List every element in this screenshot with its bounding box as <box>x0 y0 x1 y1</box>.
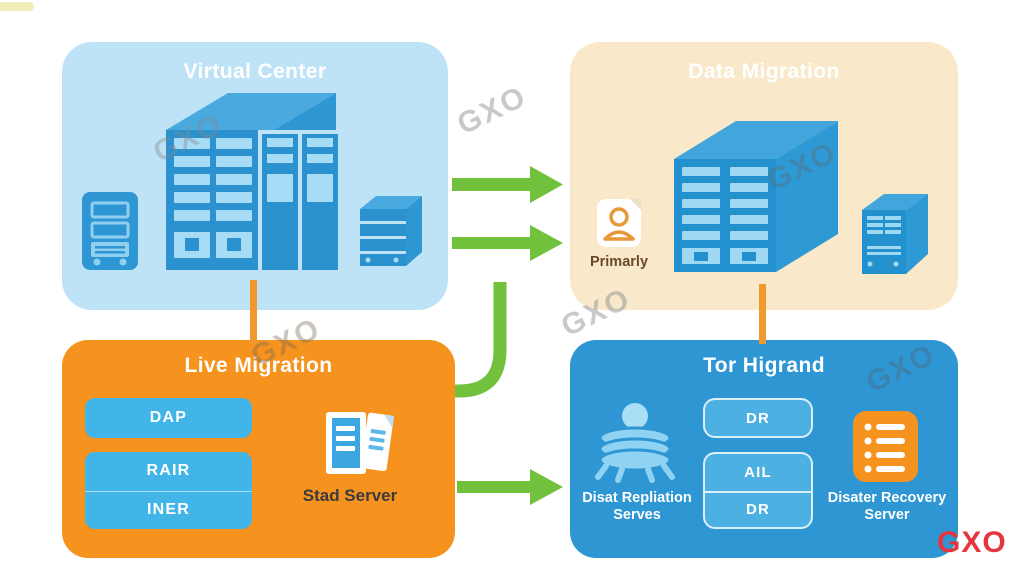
live-migration-box: Live Migration DAP RAIR INER Stad Server <box>62 340 455 558</box>
dap-button[interactable]: DAP <box>85 398 252 438</box>
rair-button[interactable]: RAIR <box>146 462 191 480</box>
gxo-watermark-2: GXO <box>452 79 533 142</box>
tor-higrand-box: Tor Higrand Disat Repliation Serves DR A… <box>570 340 958 558</box>
primary-user-icon <box>597 199 641 247</box>
iner-button[interactable]: INER <box>85 490 252 530</box>
tower-server-icon <box>82 192 138 270</box>
virtual-center-title: Virtual Center <box>183 60 327 83</box>
arrow-lm-to-dr <box>457 469 563 505</box>
virtual-center-box: Virtual Center <box>62 42 448 310</box>
server-rack-icon <box>166 93 338 270</box>
gxo-logo: GXO <box>937 526 1007 559</box>
data-migration-title: Data Migration <box>688 60 840 83</box>
stad-server-caption: Stad Server <box>302 486 398 505</box>
curve-to-lm <box>455 282 507 398</box>
ail-dr-button-group: AIL DR <box>703 452 813 529</box>
replication-disk-icon <box>595 403 675 483</box>
small-server-icon <box>862 194 928 274</box>
document-icon <box>326 412 395 474</box>
dr-button-2[interactable]: DR <box>705 490 811 528</box>
recovery-caption: Disater Recovery Server <box>827 490 947 523</box>
arrow-vc-to-dm-bottom <box>452 225 563 261</box>
live-migration-title: Live Migration <box>184 354 333 377</box>
replication-caption: Disat Repliation Serves <box>582 490 692 523</box>
rair-iner-button-group: RAIR INER <box>85 452 252 529</box>
data-migration-box: Data Migration Primarly <box>570 42 958 310</box>
tor-higrand-title: Tor Higrand <box>703 354 825 377</box>
server-cube-icon <box>674 121 838 272</box>
primary-caption: Primarly <box>589 254 649 270</box>
stacked-server-icon <box>360 196 422 266</box>
dr-button-1[interactable]: DR <box>703 398 813 438</box>
ail-button[interactable]: AIL <box>744 463 772 481</box>
arrow-vc-to-dm-top <box>452 166 563 203</box>
corner-artifact <box>0 2 34 11</box>
recovery-checklist-icon <box>853 411 918 482</box>
